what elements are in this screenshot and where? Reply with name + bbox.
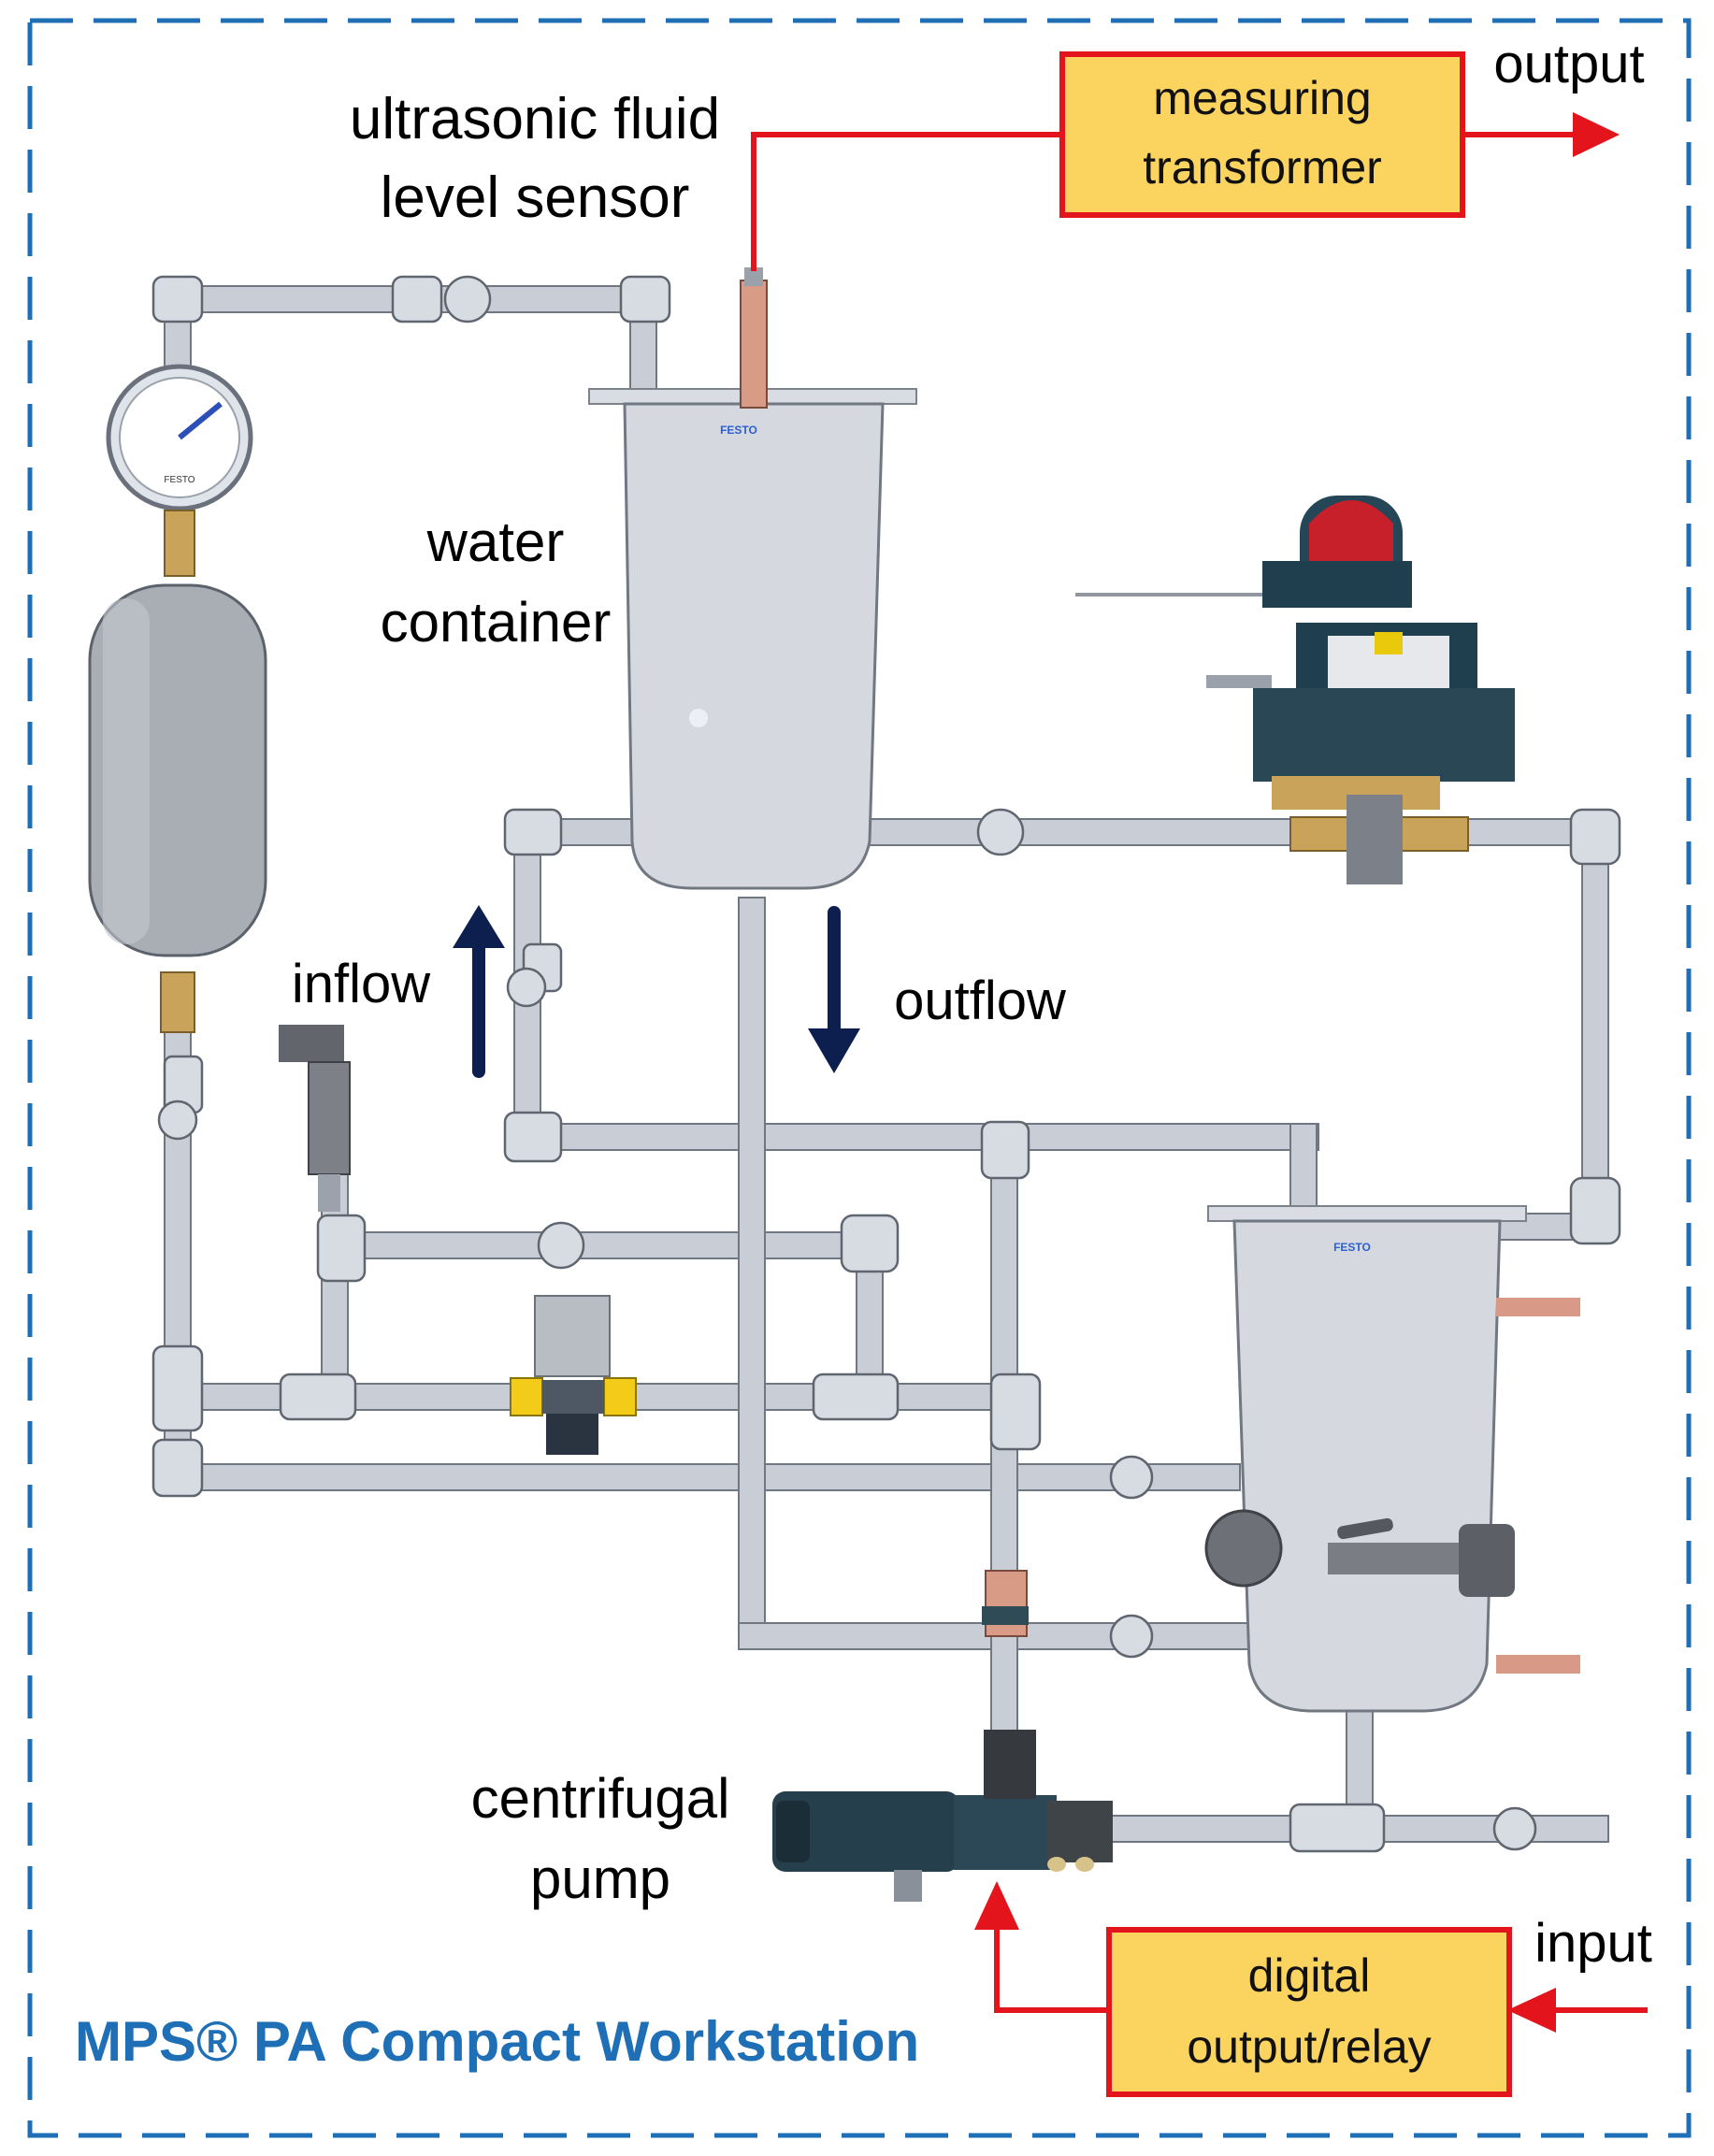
lower-tank-brand: FESTO: [1333, 1241, 1371, 1254]
ultrasonic-sensor: [740, 267, 768, 409]
output-signal-line: [751, 112, 1620, 271]
pressure-sensor: [279, 1025, 351, 1212]
dashed-frame: [27, 18, 1692, 2138]
upper-tank-brand: FESTO: [720, 424, 757, 437]
outflow-arrow: [808, 906, 860, 1073]
water-container-label-line1: water: [426, 510, 565, 573]
upper-water-container: FESTO: [588, 388, 917, 890]
inflow-arrow: [453, 905, 505, 1078]
fittings: [151, 275, 1621, 1853]
water-container-label-line2: container: [381, 591, 612, 654]
output-label: output: [1493, 34, 1644, 94]
measuring-transformer-box: measuring transformer: [1059, 51, 1465, 218]
relay-line1: digital: [1248, 1949, 1371, 2002]
solenoid-valve: [510, 1295, 637, 1455]
flow-sensor: [982, 1570, 1029, 1637]
input-label: input: [1534, 1913, 1652, 1974]
lower-water-container: FESTO: [1204, 1205, 1580, 1713]
pneumatic-valve-actuator: [1075, 496, 1515, 884]
inflow-label: inflow: [292, 954, 431, 1014]
pressure-accumulator: [88, 583, 267, 1033]
workstation-title: MPS® PA Compact Workstation: [75, 2010, 919, 2073]
digital-output-relay-box: digital output/relay: [1106, 1927, 1512, 2097]
outflow-label: outflow: [894, 970, 1067, 1031]
sensor-label-line2: level sensor: [381, 165, 690, 230]
centrifugal-pump: [772, 1730, 1113, 1902]
pump-label-line2: pump: [530, 1847, 670, 1910]
gauge-brand: FESTO: [164, 475, 194, 485]
sensor-label-line1: ultrasonic fluid: [350, 87, 720, 151]
measuring-line1: measuring: [1153, 72, 1371, 124]
measuring-line2: transformer: [1143, 141, 1382, 194]
input-signal-line: [974, 1881, 1648, 2033]
pressure-gauge: FESTO: [106, 364, 253, 577]
relay-line2: output/relay: [1187, 2020, 1431, 2073]
pump-label-line1: centrifugal: [471, 1767, 730, 1830]
